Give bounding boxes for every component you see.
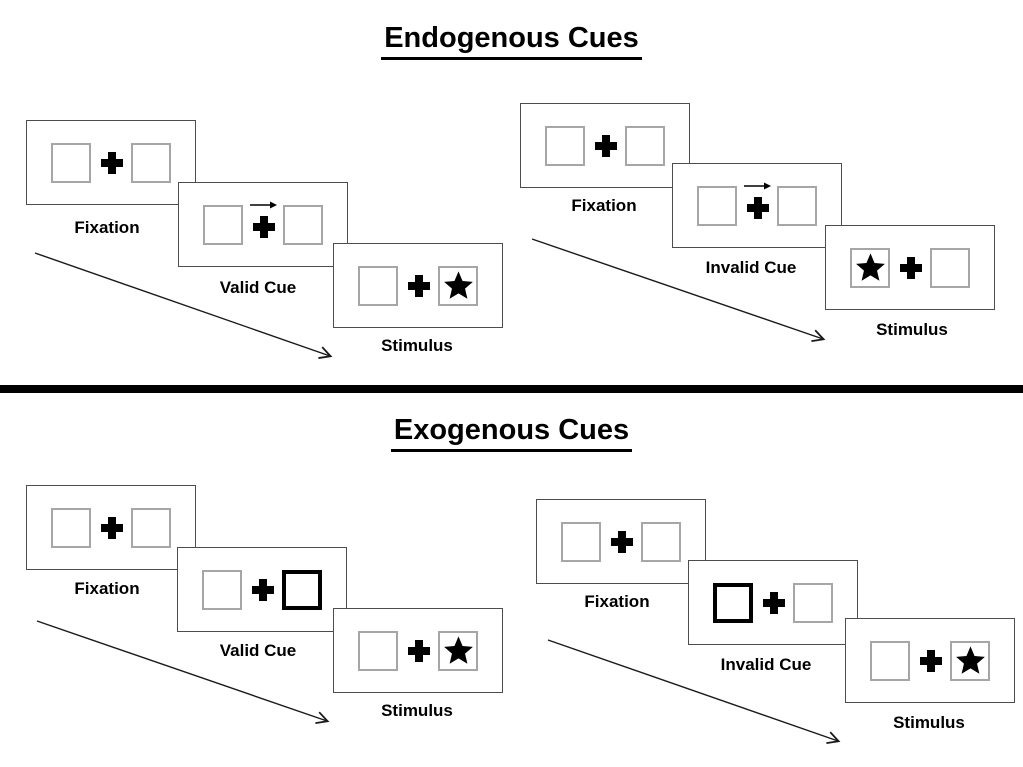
star-icon — [855, 252, 885, 281]
exo-valid-stimulus-panel — [333, 608, 503, 693]
panel-label: Stimulus — [893, 713, 965, 732]
placeholder-box-left — [561, 522, 601, 562]
exo-invalid-cue-panel — [688, 560, 858, 645]
exo-valid-cue-panel — [177, 547, 347, 632]
placeholder-box-right — [793, 583, 833, 623]
sequence-arrow-endo-valid — [34, 252, 333, 359]
fixation-cross-icon — [252, 579, 274, 601]
panel-label: Fixation — [571, 196, 637, 215]
fixation-cross-icon — [408, 640, 430, 662]
fixation-cross-icon — [900, 257, 922, 279]
placeholder-box-left — [358, 266, 398, 306]
placeholder-box-right — [131, 143, 171, 183]
fixation-cross-icon — [595, 135, 617, 157]
placeholder-box-right — [777, 186, 817, 226]
cue-arrow-right-icon — [744, 182, 771, 190]
endo-valid-fixation-panel — [26, 120, 196, 205]
placeholder-box-left — [545, 126, 585, 166]
endo-invalid-stimulus-panel — [825, 225, 995, 310]
exo-invalid-stimulus-panel — [845, 618, 1015, 703]
exo-valid-fixation-panel — [26, 485, 196, 570]
star-icon — [443, 270, 473, 299]
section-divider — [0, 385, 1023, 393]
placeholder-box-left — [870, 641, 910, 681]
placeholder-box-left — [51, 143, 91, 183]
panel-label: Fixation — [74, 218, 140, 237]
star-icon — [955, 645, 985, 674]
panel-label: Valid Cue — [219, 641, 297, 660]
cue-arrow-right-icon — [250, 201, 277, 209]
fixation-cross-icon — [101, 517, 123, 539]
panel-label: Fixation — [74, 579, 140, 598]
fixation-cross-icon — [408, 275, 430, 297]
placeholder-box-left — [358, 631, 398, 671]
section-title-exogenous: Exogenous Cues — [0, 414, 1023, 452]
cue-highlight-box-right — [282, 570, 322, 610]
placeholder-box-right — [641, 522, 681, 562]
cue-highlight-box-left — [713, 583, 753, 623]
endo-valid-stimulus-panel — [333, 243, 503, 328]
placeholder-box-left — [51, 508, 91, 548]
placeholder-box-left — [202, 570, 242, 610]
fixation-cross-icon — [747, 197, 769, 219]
panel-label: Stimulus — [876, 320, 948, 339]
endo-valid-cue-panel — [178, 182, 348, 267]
section-title-endogenous-text: Endogenous Cues — [381, 22, 642, 60]
fixation-cross-icon — [920, 650, 942, 672]
section-title-endogenous: Endogenous Cues — [0, 22, 1023, 60]
sequence-arrow-endo-invalid — [531, 238, 826, 343]
star-icon — [443, 635, 473, 664]
placeholder-box-right — [625, 126, 665, 166]
panel-label: Stimulus — [381, 336, 453, 355]
panel-label: Invalid Cue — [705, 258, 797, 277]
target-box-right — [438, 631, 478, 671]
target-box-right — [950, 641, 990, 681]
placeholder-box-right — [283, 205, 323, 245]
fixation-cross-icon — [253, 216, 275, 238]
panel-label: Invalid Cue — [720, 655, 812, 674]
fixation-cross-icon — [101, 152, 123, 174]
placeholder-box-left — [203, 205, 243, 245]
panel-label: Fixation — [584, 592, 650, 611]
panel-label: Stimulus — [381, 701, 453, 720]
section-title-exogenous-text: Exogenous Cues — [390, 414, 633, 452]
endo-invalid-fixation-panel — [520, 103, 690, 188]
sequence-arrow-exo-valid — [36, 620, 330, 725]
exo-invalid-fixation-panel — [536, 499, 706, 584]
placeholder-box-right — [930, 248, 970, 288]
fixation-cross-icon — [611, 531, 633, 553]
endo-invalid-cue-panel — [672, 163, 842, 248]
placeholder-box-right — [131, 508, 171, 548]
target-box-left — [850, 248, 890, 288]
placeholder-box-left — [697, 186, 737, 226]
fixation-cross-icon — [763, 592, 785, 614]
panel-label: Valid Cue — [219, 278, 297, 297]
target-box-right — [438, 266, 478, 306]
